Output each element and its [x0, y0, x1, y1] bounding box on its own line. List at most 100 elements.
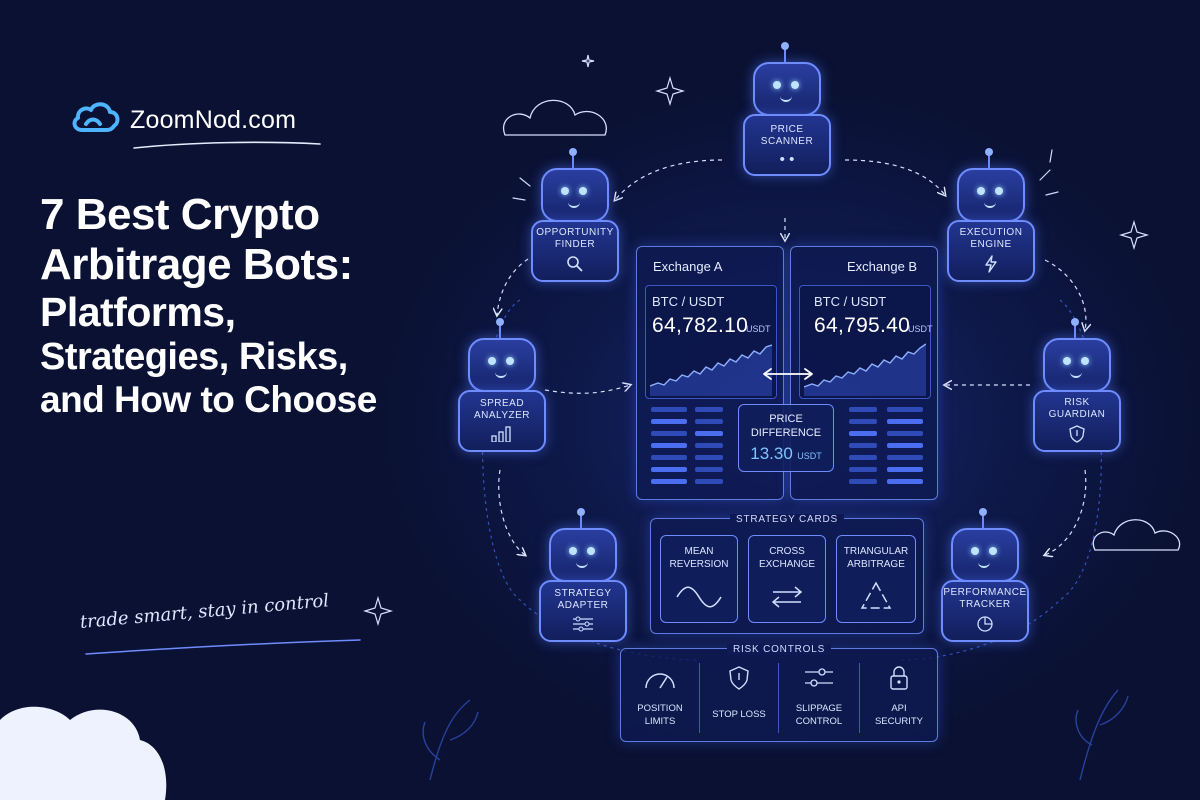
shield-icon: [1069, 424, 1085, 446]
bot-label-line2: ADAPTER: [557, 599, 609, 611]
strategy-card-triangular-arbitrage[interactable]: TRIANGULAR ARBITRAGE: [836, 535, 916, 623]
exchange-name: Exchange A: [653, 259, 723, 274]
pair-label: BTC / USDT: [652, 294, 725, 309]
bot-label-line2: TRACKER: [959, 598, 1011, 610]
bot-label-line1: EXECUTION: [959, 226, 1023, 238]
orderbook-left: [651, 407, 687, 484]
bot-label-line2: GUARDIAN: [1048, 408, 1106, 420]
card-label-line2: ARBITRAGE: [847, 558, 905, 570]
swap-arrows-icon: [771, 586, 803, 608]
price-unit: USDT: [746, 324, 771, 334]
strategy-card-cross-exchange[interactable]: CROSS EXCHANGE: [748, 535, 826, 623]
rc-label-line1: STOP LOSS: [712, 709, 766, 720]
rc-label-line2: CONTROL: [795, 716, 843, 727]
risk-control-slippage-control[interactable]: SLIPPAGE CONTROL: [780, 663, 858, 737]
title-line-2: Arbitrage Bots:: [40, 239, 353, 289]
sliders-icon: [572, 616, 594, 635]
price-diff-unit: USDT: [797, 450, 822, 461]
bot-price-scanner[interactable]: PRICE SCANNER • •: [740, 42, 831, 176]
price-value: 64,782.10: [652, 314, 749, 337]
bot-label-line1: PRICE: [770, 123, 804, 135]
cloud-doodle-top: [502, 99, 607, 136]
title-line-3: Platforms,: [40, 289, 236, 336]
price-diff-value: 13.30: [750, 443, 793, 463]
price-diff-line1: PRICE: [769, 413, 803, 425]
orderbook-right: [695, 407, 723, 484]
bot-spread-analyzer[interactable]: SPREAD ANALYZER: [455, 318, 546, 452]
sliders-icon: [805, 668, 833, 687]
bot-label-line2: SCANNER: [760, 135, 814, 147]
double-arrow-icon: [763, 368, 813, 380]
card-label-line2: REVERSION: [669, 558, 729, 570]
tagline-underline: [85, 639, 361, 655]
bot-execution-engine[interactable]: EXECUTION ENGINE: [944, 148, 1035, 282]
divider: [699, 663, 700, 733]
strategy-card-mean-reversion[interactable]: MEAN REVERSION: [660, 535, 738, 623]
exchange-panel-b: Exchange B BTC / USDT 64,795.40 USDT: [790, 246, 938, 500]
rc-label-line2: LIMITS: [644, 716, 676, 727]
risk-control-position-limits[interactable]: POSITION LIMITS: [621, 663, 699, 737]
cloud-shape-bottom-left: [0, 706, 167, 800]
bot-label-line2: ANALYZER: [473, 409, 531, 421]
arrow-scanner-engine: [844, 159, 945, 195]
title-line-1: 7 Best Crypto: [40, 190, 320, 239]
risk-control-api-security[interactable]: API SECURITY: [861, 663, 937, 737]
rc-label-line1: POSITION: [637, 703, 683, 714]
card-label-line1: MEAN: [684, 546, 714, 557]
pair-label: BTC / USDT: [814, 294, 887, 309]
brand-underline: [133, 141, 321, 149]
strategy-cards-panel: STRATEGY CARDS MEAN REVERSION CROSS EXCH…: [650, 514, 924, 634]
page-title: 7 Best Crypto Arbitrage Bots: Platforms,…: [40, 190, 480, 421]
eye-icon: • •: [779, 150, 795, 168]
arrow-analyzer-adapter: [498, 469, 525, 555]
price-card: BTC / USDT 64,782.10 USDT: [645, 285, 777, 399]
exchange-name: Exchange B: [847, 259, 918, 274]
arrow-analyzer-exchange: [544, 385, 630, 394]
bot-label-line1: STRATEGY: [554, 587, 612, 599]
card-label-line2: EXCHANGE: [758, 558, 816, 570]
price-chart-a: [650, 344, 772, 396]
triangle-cycle-icon: [860, 581, 892, 609]
bot-label-line1: RISK: [1064, 396, 1090, 408]
lightning-icon: [984, 254, 998, 276]
rc-label-line1: API: [891, 703, 907, 714]
rc-label-line1: SLIPPAGE: [795, 703, 843, 714]
divider: [859, 663, 860, 733]
magnifier-icon: [566, 255, 584, 276]
bot-strategy-adapter[interactable]: STRATEGY ADAPTER: [536, 508, 627, 642]
section-title: RISK CONTROLS: [621, 644, 937, 655]
rc-label-line2: SECURITY: [874, 716, 924, 727]
price-unit: USDT: [908, 324, 933, 334]
price-difference-box: PRICE DIFFERENCE 13.30 USDT: [738, 404, 834, 472]
bot-label-line1: SPREAD: [479, 397, 525, 409]
card-label-line1: CROSS: [769, 546, 805, 557]
title-line-5: and How to Choose: [40, 378, 377, 420]
foliage-doodle: [422, 689, 1129, 781]
brand-logo[interactable]: ZoomNod.com: [70, 100, 296, 141]
price-card: BTC / USDT 64,795.40 USDT: [799, 285, 933, 399]
lock-icon: [890, 666, 908, 690]
shield-icon: [729, 666, 749, 690]
divider: [778, 663, 779, 733]
bot-risk-guardian[interactable]: RISK GUARDIAN: [1030, 318, 1121, 452]
section-title: STRATEGY CARDS: [651, 514, 923, 525]
gauge-icon: [645, 673, 675, 689]
bot-label-line2: FINDER: [554, 238, 596, 250]
price-value: 64,795.40: [814, 314, 911, 337]
cloud-icon: [70, 100, 122, 141]
risk-controls-panel: RISK CONTROLS POSITION LIMITS STOP LOSS …: [620, 644, 938, 742]
bot-label-line1: PERFORMANCE: [943, 586, 1027, 598]
price-chart-b: [804, 343, 926, 396]
arrow-scanner-finder: [615, 159, 723, 200]
price-diff-line2: DIFFERENCE: [750, 426, 822, 439]
risk-control-stop-loss[interactable]: STOP LOSS: [701, 663, 777, 737]
pie-chart-icon: [976, 615, 994, 636]
orderbook-right: [887, 407, 923, 484]
bot-performance-tracker[interactable]: PERFORMANCE TRACKER: [938, 508, 1029, 642]
brand-name: ZoomNod.com: [130, 106, 297, 134]
arrow-finder-analyzer: [497, 254, 536, 315]
cloud-doodle-right: [1092, 519, 1181, 551]
orderbook-left: [849, 407, 877, 484]
bot-opportunity-finder[interactable]: OPPORTUNITY FINDER: [528, 148, 619, 282]
